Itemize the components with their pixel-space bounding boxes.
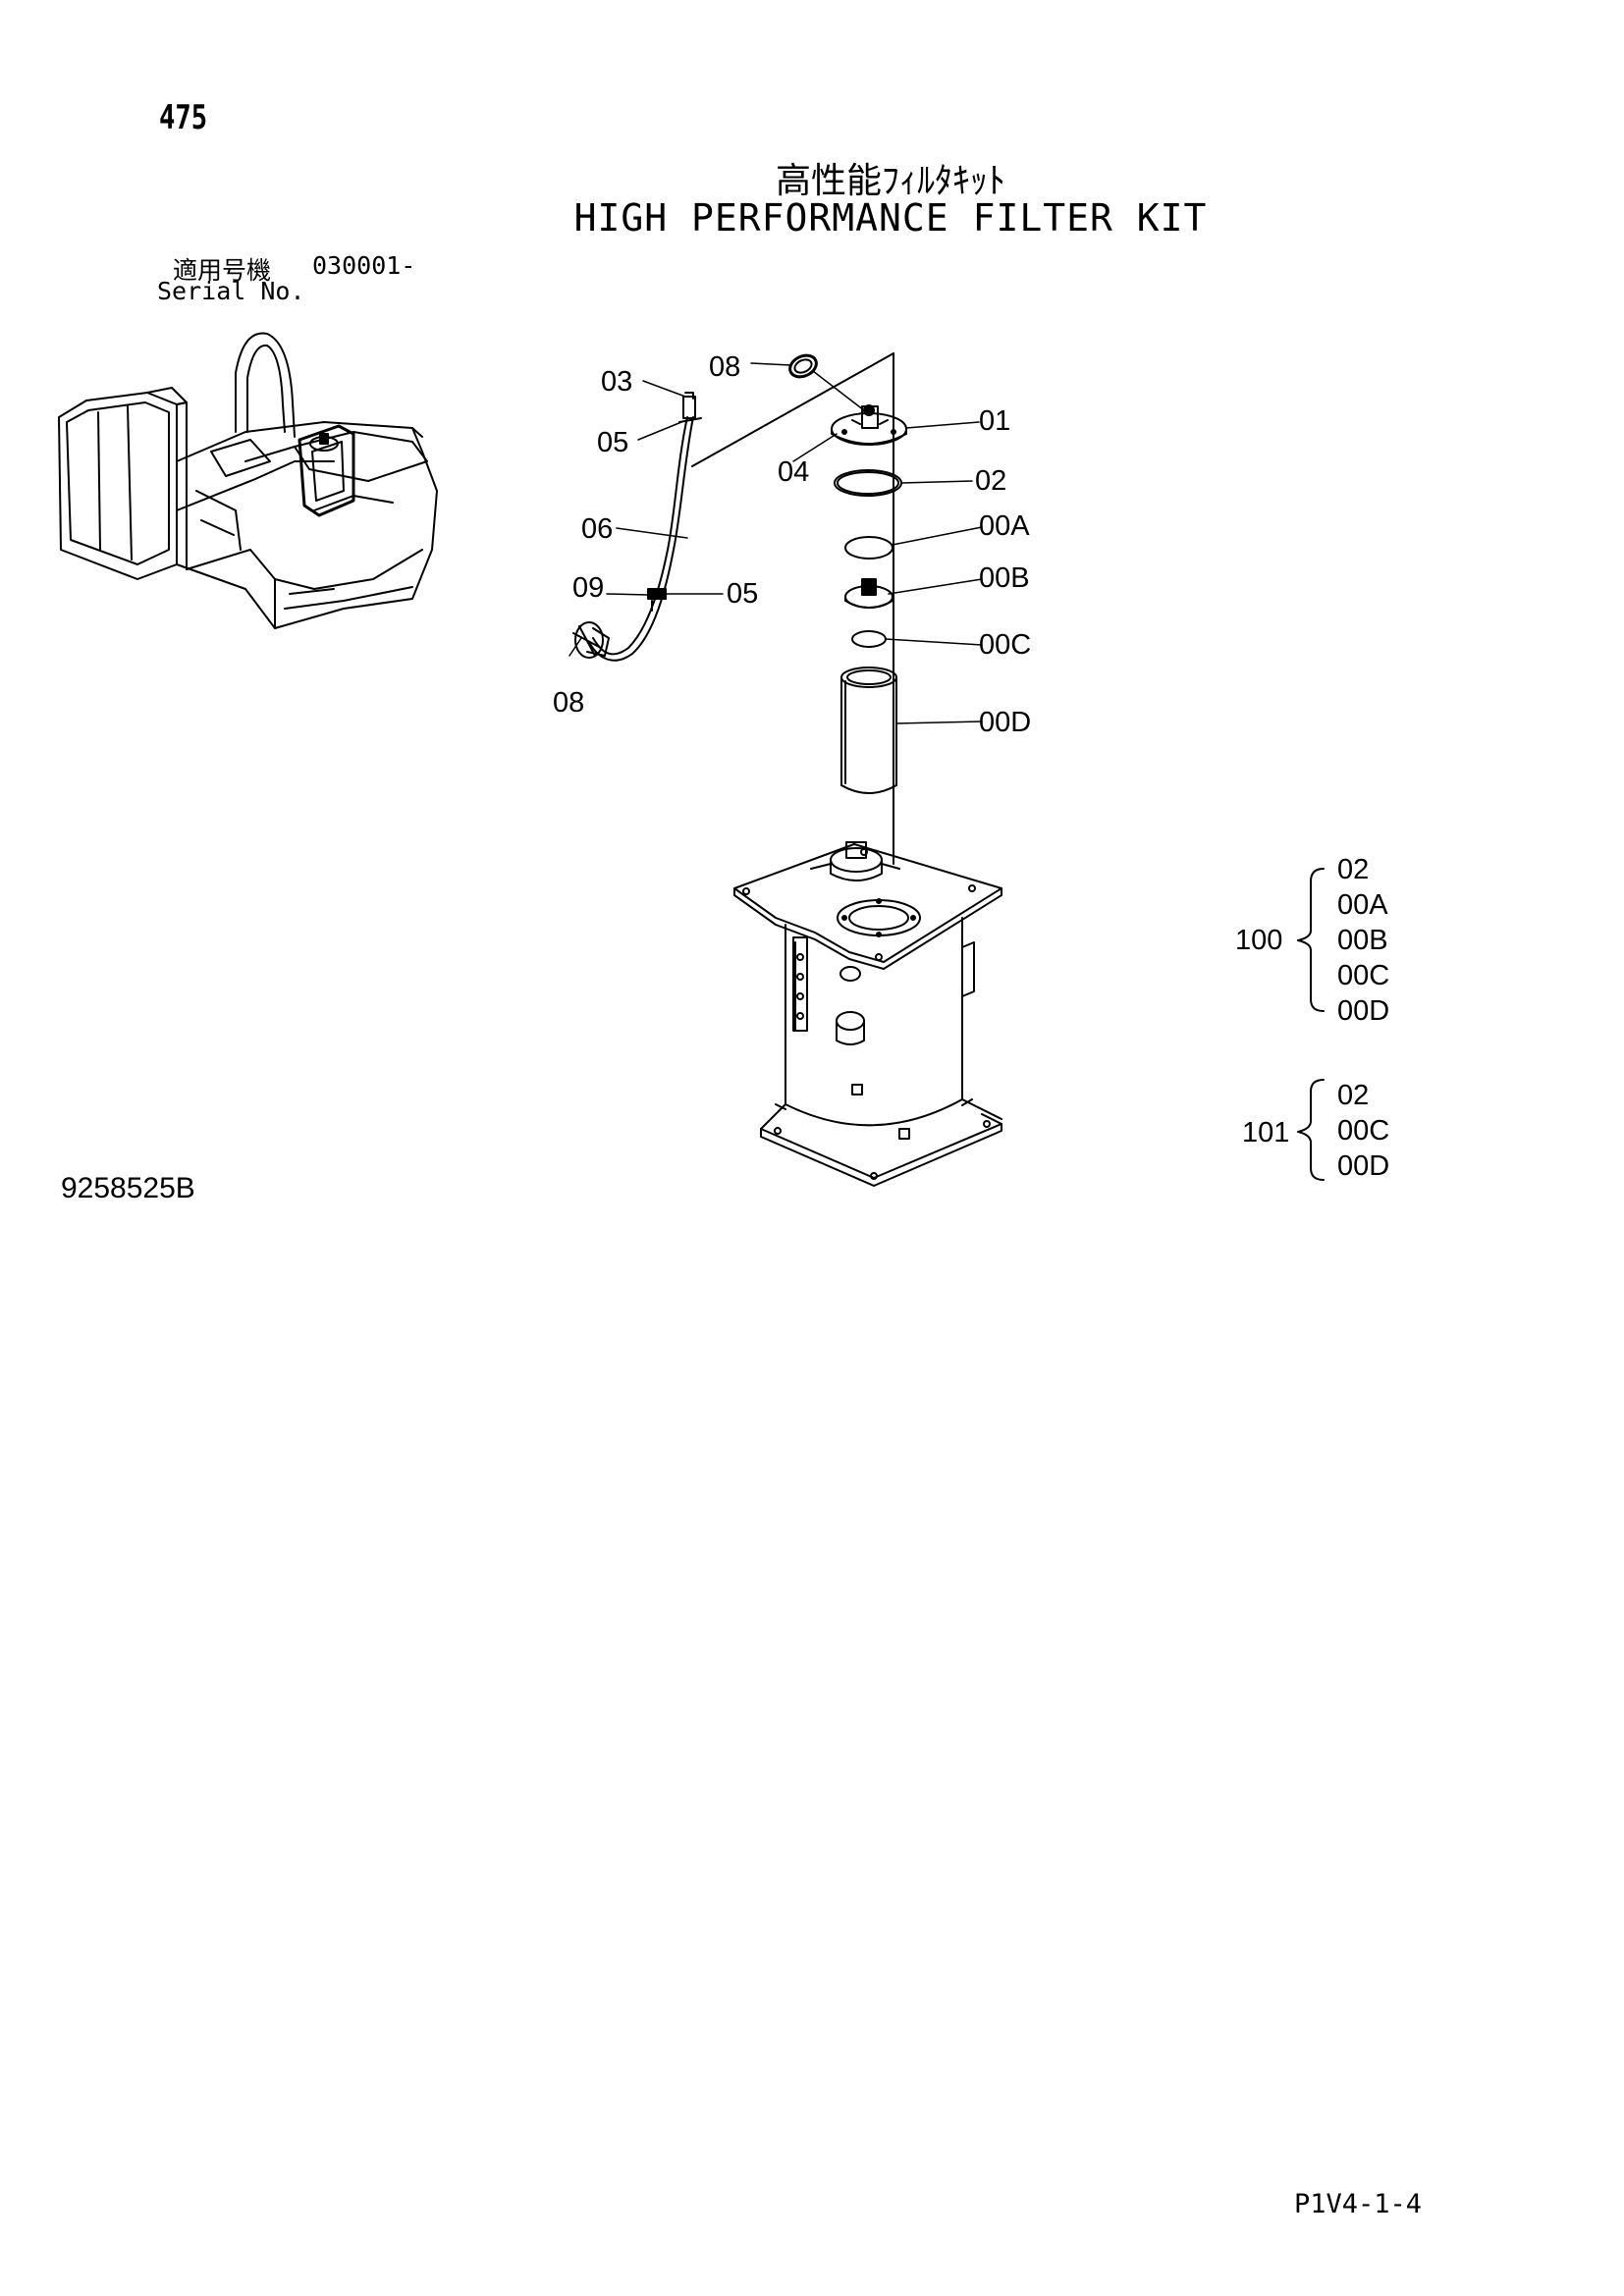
callout-05-mid: 05 <box>727 578 758 610</box>
title-japanese: 高性能ﾌｨﾙﾀｷｯﾄ <box>775 161 1005 201</box>
leader-lines <box>568 362 983 724</box>
callout-08-top: 08 <box>709 351 740 383</box>
callout-05-top: 05 <box>597 427 628 458</box>
hose-assembly <box>572 392 702 662</box>
kit-100-part: 00A <box>1337 889 1388 921</box>
callout-09: 09 <box>572 572 604 604</box>
serial-range: 030001- <box>312 251 416 280</box>
callout-06: 06 <box>581 513 613 545</box>
callout-00C: 00C <box>979 629 1031 661</box>
callout-02: 02 <box>975 465 1006 497</box>
kit-100-part: 00D <box>1337 995 1389 1027</box>
callout-00B: 00B <box>979 562 1030 594</box>
kit-100-number: 100 <box>1235 925 1282 956</box>
filter-housing <box>733 841 1002 1187</box>
machine-overview-illustration <box>58 332 438 629</box>
reference-lines <box>691 352 894 865</box>
callout-04: 04 <box>778 456 809 488</box>
callout-01: 01 <box>979 405 1010 437</box>
kit-100-part: 00C <box>1337 960 1389 991</box>
drawing-number: 9258525B <box>61 1172 195 1204</box>
kit-101-number: 101 <box>1242 1117 1289 1148</box>
page-reference: P1V4-1-4 <box>1294 2189 1423 2219</box>
kit-braces <box>1297 868 1325 1181</box>
callout-03: 03 <box>601 366 632 398</box>
kit-100-part: 02 <box>1337 854 1369 885</box>
kit-101-part: 02 <box>1337 1080 1369 1111</box>
title-english: HIGH PERFORMANCE FILTER KIT <box>573 196 1208 240</box>
serial-label-english: Serial No. <box>157 277 305 305</box>
callout-labels: 03 08 05 01 04 02 06 00A 09 05 00B 08 00… <box>553 351 1389 1182</box>
serial-label-japanese: 適用号機 <box>173 256 272 285</box>
callout-00A: 00A <box>979 510 1030 542</box>
kit-100-part: 00B <box>1337 925 1388 956</box>
page-number: 475 <box>159 98 208 137</box>
kit-101-part: 00D <box>1337 1150 1389 1182</box>
callout-00D: 00D <box>979 707 1031 738</box>
callout-08-bottom: 08 <box>553 687 584 719</box>
kit-101-part: 00C <box>1337 1115 1389 1147</box>
filter-parts-stack <box>788 353 907 794</box>
